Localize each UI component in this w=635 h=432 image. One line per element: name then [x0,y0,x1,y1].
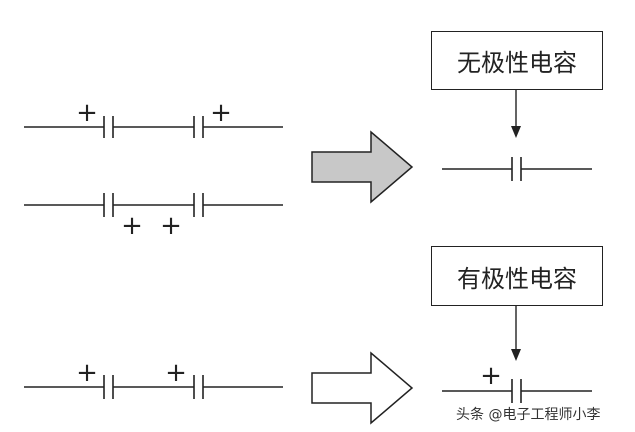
plus-sign-row3-left: + [76,358,98,388]
plus-sign-row3-right: + [165,358,187,388]
down-arrow-bottom [511,306,521,361]
watermark: 头条 @电子工程师小李 [456,407,601,423]
nonpolar-capacitor-symbol [442,157,592,181]
plus-sign-row2-left: + [121,211,143,241]
down-arrow-top [511,90,521,138]
series-capacitors-row-3 [24,375,283,399]
plus-sign-row1-left: + [76,98,98,128]
nonpolar-capacitor-label: 无极性电容 [431,31,603,90]
plus-sign-row2-right: + [160,211,182,241]
polar-capacitor-symbol [442,379,592,403]
gray-arrow [311,130,414,204]
plus-sign-row1-right: + [210,98,232,128]
polar-capacitor-label: 有极性电容 [431,246,603,306]
series-capacitors-row-2 [24,193,283,217]
series-capacitors-row-1 [24,116,283,138]
plus-sign-result: + [480,361,502,391]
white-arrow [311,351,414,425]
